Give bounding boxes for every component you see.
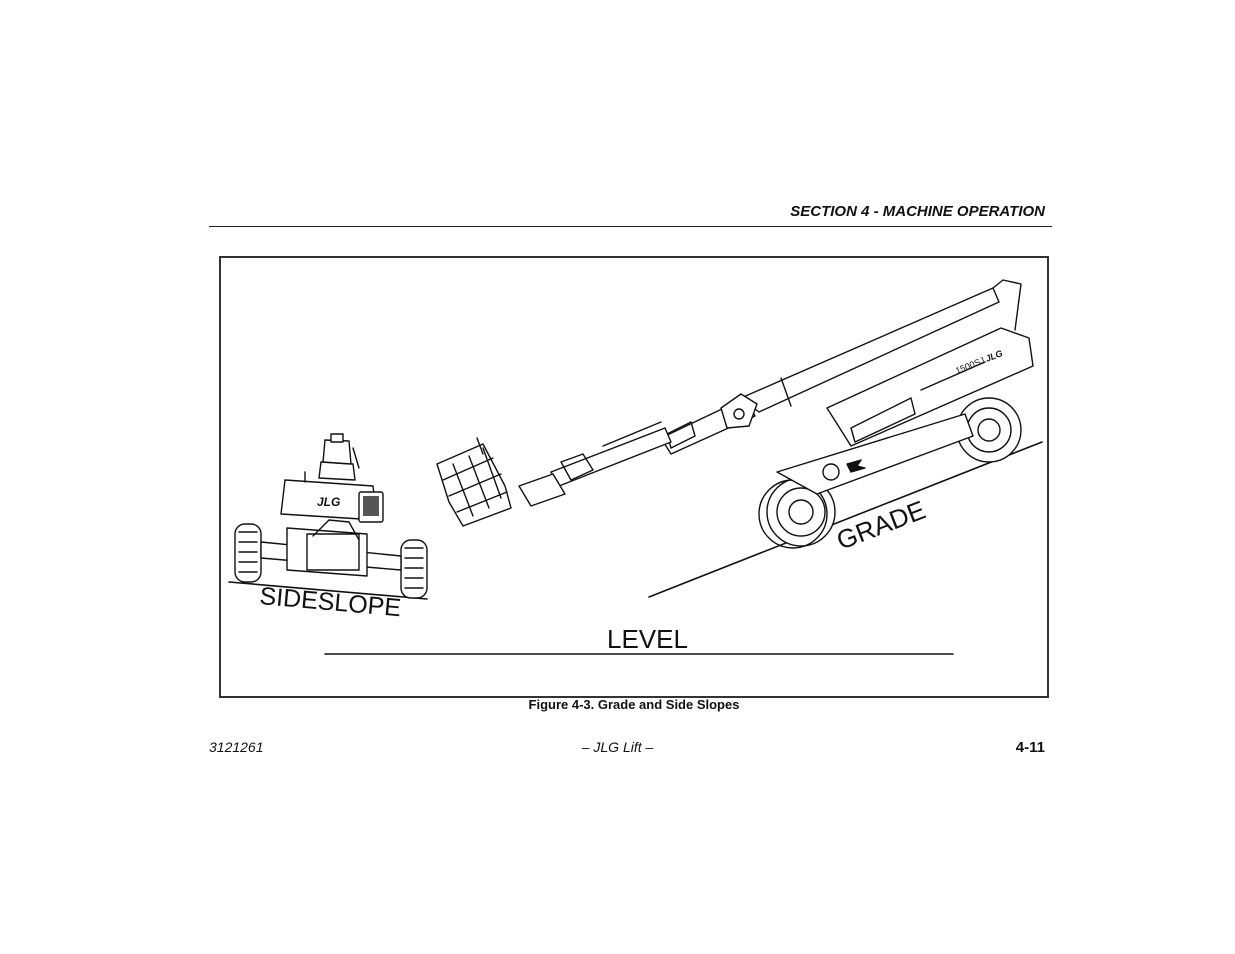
header-rule <box>209 226 1052 227</box>
page-number: 4-11 <box>1015 739 1045 756</box>
section-title: SECTION 4 - MACHINE OPERATION <box>790 203 1045 220</box>
level-label: LEVEL <box>607 624 688 654</box>
sideslope-machine-rear-view: JLG <box>234 433 428 599</box>
sideslope-label: SIDESLOPE <box>258 582 402 622</box>
sideslope-ground-line <box>228 581 428 600</box>
grade-slope-line <box>648 441 1043 598</box>
footer-center-text: – JLG Lift – <box>581 739 654 755</box>
grade-label: GRADE <box>832 494 929 555</box>
sideslope-brand-logo: JLG <box>317 495 340 509</box>
grade-machine-side-view: 1500SJ JLG <box>436 279 1034 549</box>
figure-grade-side-slopes: JLG <box>219 256 1049 698</box>
figure-illustration: JLG <box>228 279 1043 655</box>
figure-caption: Figure 4-3. Grade and Side Slopes <box>528 697 740 712</box>
doc-number: 3121261 <box>209 739 264 755</box>
